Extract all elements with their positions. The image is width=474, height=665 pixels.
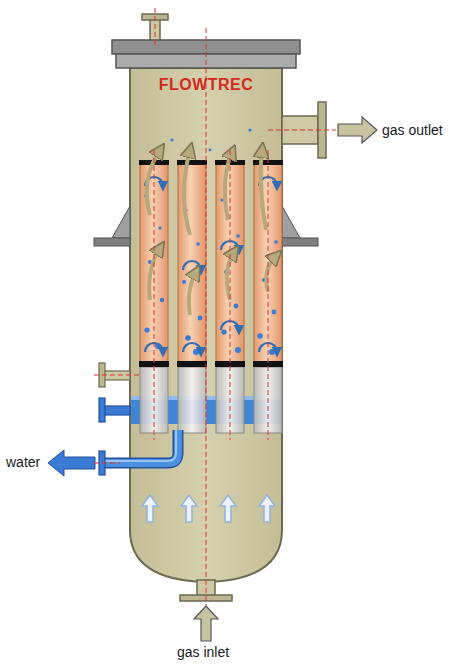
water-droplet	[248, 128, 251, 131]
droplet-flow-arrow	[145, 177, 277, 352]
water-droplet	[144, 128, 278, 355]
water-nozzle	[104, 406, 130, 415]
gas-flow-arrow	[147, 150, 276, 315]
droplet-flow-arrow	[183, 343, 201, 352]
support-lug	[282, 206, 300, 238]
water-droplet	[160, 298, 164, 302]
water-outlet-pipe	[99, 430, 178, 475]
center-line	[206, 28, 207, 605]
top-nozzle	[150, 18, 160, 42]
gas-inlet-arrow	[194, 606, 218, 641]
center-line	[268, 130, 336, 131]
water-nozzle	[99, 398, 105, 422]
center-line	[94, 375, 142, 376]
gas-flow-arrow	[189, 272, 196, 315]
inlet-flow-arrow	[142, 495, 158, 522]
brand-name: FLOWTREC	[134, 76, 278, 94]
water-outlet-pipe	[104, 430, 178, 463]
support-lug	[94, 238, 130, 246]
water-droplet	[257, 333, 263, 339]
inlet-flow-arrow	[181, 495, 197, 522]
tube-lower-section	[178, 367, 206, 433]
gas-flow-arrow	[261, 150, 266, 230]
inlet-flow-arrow	[220, 495, 236, 522]
water-droplet	[274, 240, 278, 244]
water-arrow	[48, 450, 95, 476]
support-lug	[112, 206, 130, 238]
water-droplet	[193, 349, 199, 355]
water-droplet	[235, 347, 241, 353]
water-outlet-pipe	[104, 430, 176, 461]
water-droplet	[221, 329, 226, 334]
water-droplet	[198, 316, 203, 321]
tube-lower-section	[140, 367, 282, 433]
gas-outlet-arrow	[338, 117, 377, 143]
water-droplet	[185, 335, 191, 341]
water-droplet	[272, 310, 277, 315]
center-line	[154, 150, 155, 440]
water-droplet	[196, 242, 200, 246]
gas-flow-arrow	[225, 152, 232, 220]
water-droplet	[209, 149, 212, 152]
gas-flow-arrow	[149, 248, 160, 300]
water-droplet	[269, 349, 275, 355]
water-droplet	[234, 304, 239, 309]
water-droplet	[236, 234, 240, 238]
droplet-flow-arrow	[183, 261, 201, 270]
gas-flow-arrow	[227, 252, 234, 300]
gas-flow-arrow	[184, 150, 190, 235]
gas-inlet-arrow	[194, 606, 218, 641]
vessel-body: FLOWTREC	[130, 68, 282, 580]
inlet-flow-arrow	[142, 495, 275, 522]
gas-flow-arrow	[147, 150, 160, 215]
tube-cap	[177, 361, 207, 367]
center-line	[94, 8, 336, 605]
center-line	[230, 150, 231, 440]
water-droplet	[182, 280, 186, 284]
water-outlet-pipe	[104, 430, 178, 463]
water-arrow	[48, 450, 95, 476]
tube-cap	[177, 160, 207, 165]
water-nozzle	[99, 398, 130, 422]
flow-label: water	[6, 453, 40, 471]
support-lug	[282, 238, 318, 246]
flow-label: gas inlet	[177, 643, 229, 661]
inlet-flow-arrow	[259, 495, 275, 522]
center-line	[155, 8, 156, 46]
water-droplet	[158, 226, 161, 229]
center-line	[268, 150, 269, 440]
flow-label: gas outlet	[382, 121, 443, 139]
center-line	[94, 463, 120, 464]
water-droplet	[144, 327, 149, 332]
water-droplet	[170, 138, 173, 141]
gas-outlet-arrow	[338, 117, 377, 143]
